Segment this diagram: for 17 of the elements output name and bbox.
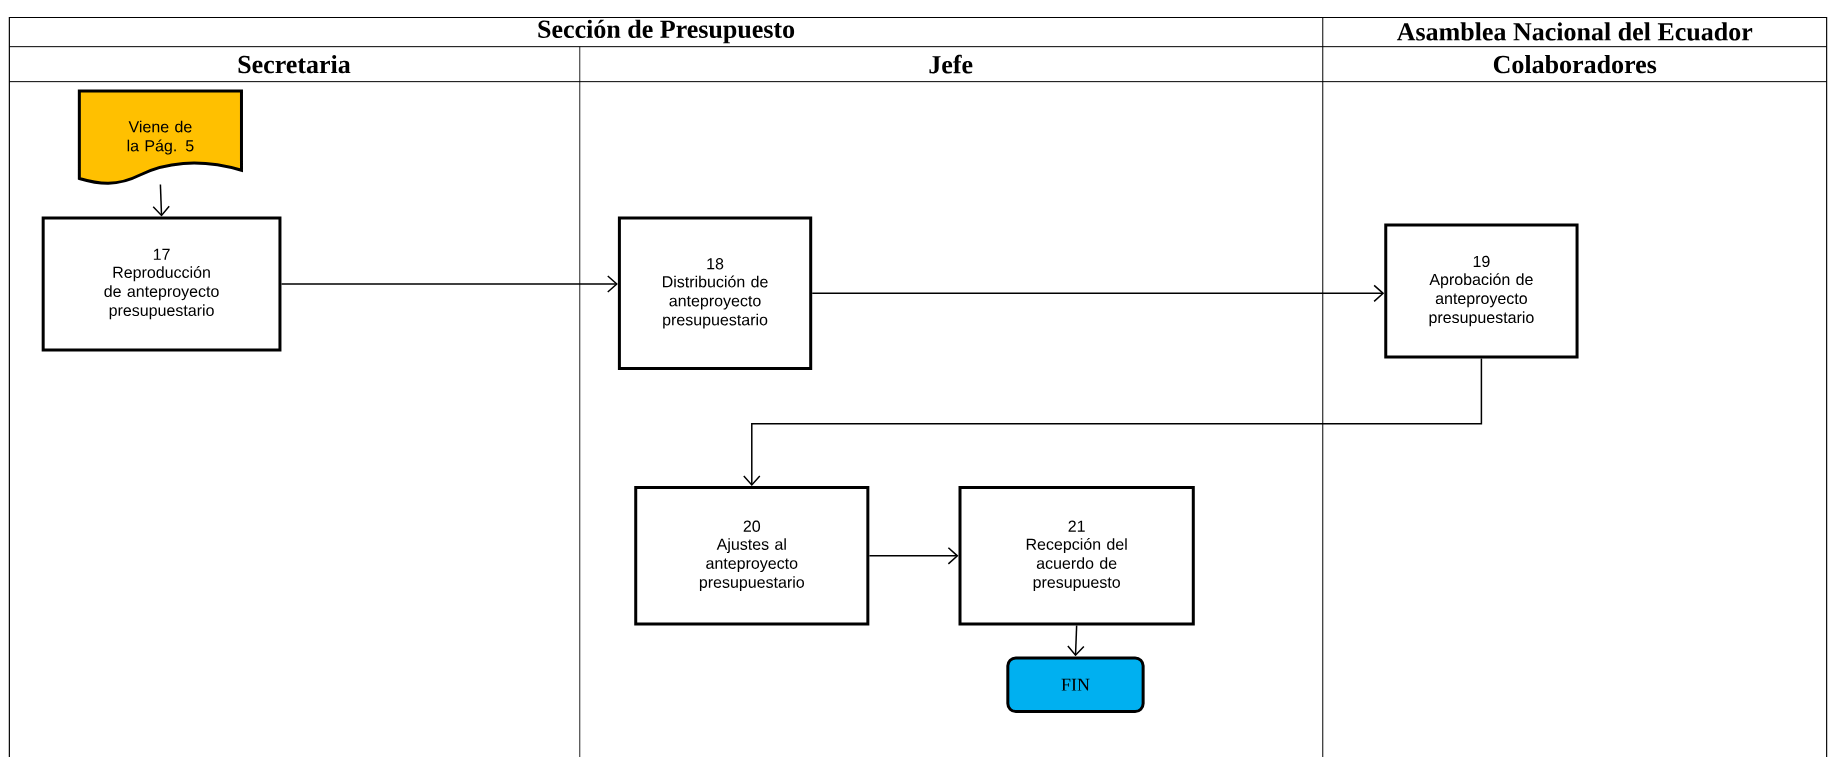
arrow: [743, 357, 1483, 487]
process-box: 19 Aprobación de anteproyecto presupuestario: [1384, 223, 1579, 359]
process-box: 18 Distribución de anteproyecto presupuestario: [617, 216, 813, 371]
arrow: [811, 284, 1385, 303]
arrow: [280, 275, 618, 293]
process-box: 21 Recepción del acuerdo de presupuesto: [958, 486, 1195, 626]
terminal-box: FIN: [1006, 656, 1145, 714]
process-box: 17 Reproducción de anteproyecto presupuestario: [41, 216, 282, 352]
arrow: [868, 547, 959, 565]
column-header: Secretaria: [238, 55, 351, 74]
column-header: Asamblea Nacional del Ecuador: [1396, 22, 1753, 41]
column-header: Jefe: [929, 54, 973, 74]
column-header: Colaboradores: [1493, 55, 1657, 74]
process-box: 20 Ajustes al anteproyecto presupuestario: [634, 486, 870, 626]
arrow: [1067, 624, 1085, 657]
column-header: Sección de Presupuesto: [538, 19, 795, 44]
arrow: [152, 183, 170, 217]
